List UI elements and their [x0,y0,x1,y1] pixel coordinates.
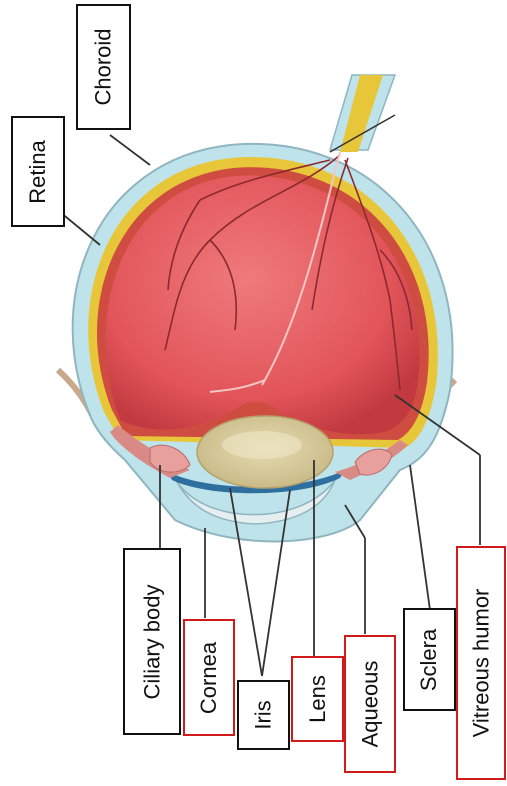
label-choroid-text: Choroid [91,28,117,105]
label-lens-text: Lens [305,675,331,723]
label-sclera-text: Sclera [417,628,443,690]
label-lens: Lens [291,656,344,742]
label-cornea-text: Cornea [196,641,222,713]
label-vitreous-humor: Vitreous humor [456,546,506,780]
label-cornea: Cornea [183,619,235,736]
label-retina: Retina [11,116,65,227]
lens-highlight [222,431,302,459]
label-ciliary-body: Ciliary body [123,548,181,735]
label-retina-text: Retina [25,140,51,204]
label-iris-text: Iris [250,700,276,729]
label-aqueous: Aqueous [344,635,396,773]
label-sclera: Sclera [403,608,456,711]
label-choroid: Choroid [76,4,131,130]
label-iris: Iris [237,680,290,750]
label-vitreous-humor-text: Vitreous humor [468,589,494,738]
label-aqueous-text: Aqueous [357,661,383,748]
label-ciliary-body-text: Ciliary body [139,584,165,699]
